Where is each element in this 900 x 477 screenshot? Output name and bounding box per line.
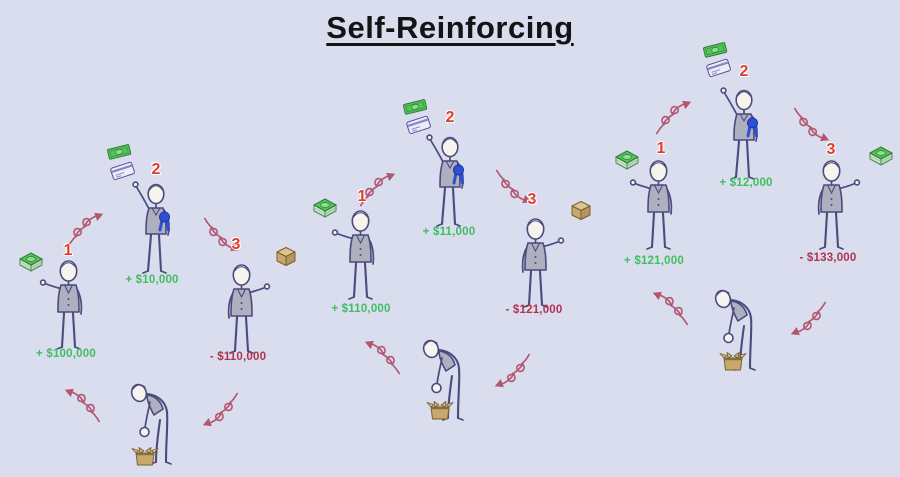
cycle1-step1-amount: + $100,000 <box>36 348 96 360</box>
spiral-arrow-icon <box>789 301 827 336</box>
cycle1-step2-amount: + $10,000 <box>125 274 179 286</box>
cash-bill-icon <box>702 41 728 58</box>
credit-card-icon <box>405 115 432 135</box>
cycle3-step3-number: 3 <box>826 141 836 158</box>
page-title: Self-Reinforcing <box>326 10 574 45</box>
person-spending-figure <box>227 263 271 355</box>
person-spending-figure <box>817 159 861 251</box>
credit-card-icon <box>705 58 732 78</box>
cycle3-step1-amount: + $121,000 <box>624 255 684 267</box>
money-stack-icon <box>869 146 893 166</box>
person-catching-cash-figure <box>131 180 171 275</box>
cycle2-step2-amount: + $11,000 <box>422 226 476 238</box>
spiral-arrow-icon <box>493 353 531 388</box>
spiral-arrow-icon <box>651 291 689 326</box>
person-receiving-money-figure <box>331 209 375 301</box>
spiral-arrow-icon <box>67 212 105 247</box>
cycle3-step3-amount: - $133,000 <box>799 252 857 264</box>
open-box-icon <box>719 352 747 371</box>
spiral-arrow-icon <box>793 107 831 142</box>
cycle2-step3-number: 3 <box>527 191 537 208</box>
money-stack-icon <box>19 252 43 272</box>
person-catching-cash-figure <box>719 86 759 181</box>
money-stack-icon <box>615 150 639 170</box>
spiral-arrow-icon <box>201 392 239 427</box>
person-spending-figure <box>521 217 565 309</box>
cycle3-step2-amount: + $12,000 <box>719 177 773 189</box>
cycle2-step1-number: 1 <box>357 188 367 205</box>
spiral-arrow-icon <box>495 169 533 204</box>
money-stack-icon <box>313 198 337 218</box>
spiral-arrow-icon <box>363 340 401 375</box>
cycle2-step1-amount: + $110,000 <box>331 303 391 315</box>
cycle1-step1-number: 1 <box>63 242 73 259</box>
spiral-arrow-icon <box>63 388 101 423</box>
spiral-arrow-icon <box>655 100 693 135</box>
cycle2-step3-amount: - $121,000 <box>505 304 563 316</box>
cycle3-step1-number: 1 <box>656 140 666 157</box>
closed-box-icon <box>571 201 591 220</box>
person-catching-cash-figure <box>425 133 465 228</box>
credit-card-icon <box>109 161 136 181</box>
cycle1-step3-number: 3 <box>231 236 241 253</box>
cycle1-step3-amount: - $110,000 <box>209 351 267 363</box>
cycle3-step2-number: 2 <box>739 63 749 80</box>
cycle2-step2-number: 2 <box>445 109 455 126</box>
person-receiving-money-figure <box>39 259 83 351</box>
cycle1-step2-number: 2 <box>151 161 161 178</box>
cash-bill-icon <box>402 98 428 115</box>
person-receiving-money-figure <box>629 159 673 251</box>
cash-bill-icon <box>106 143 132 160</box>
closed-box-icon <box>276 247 296 266</box>
